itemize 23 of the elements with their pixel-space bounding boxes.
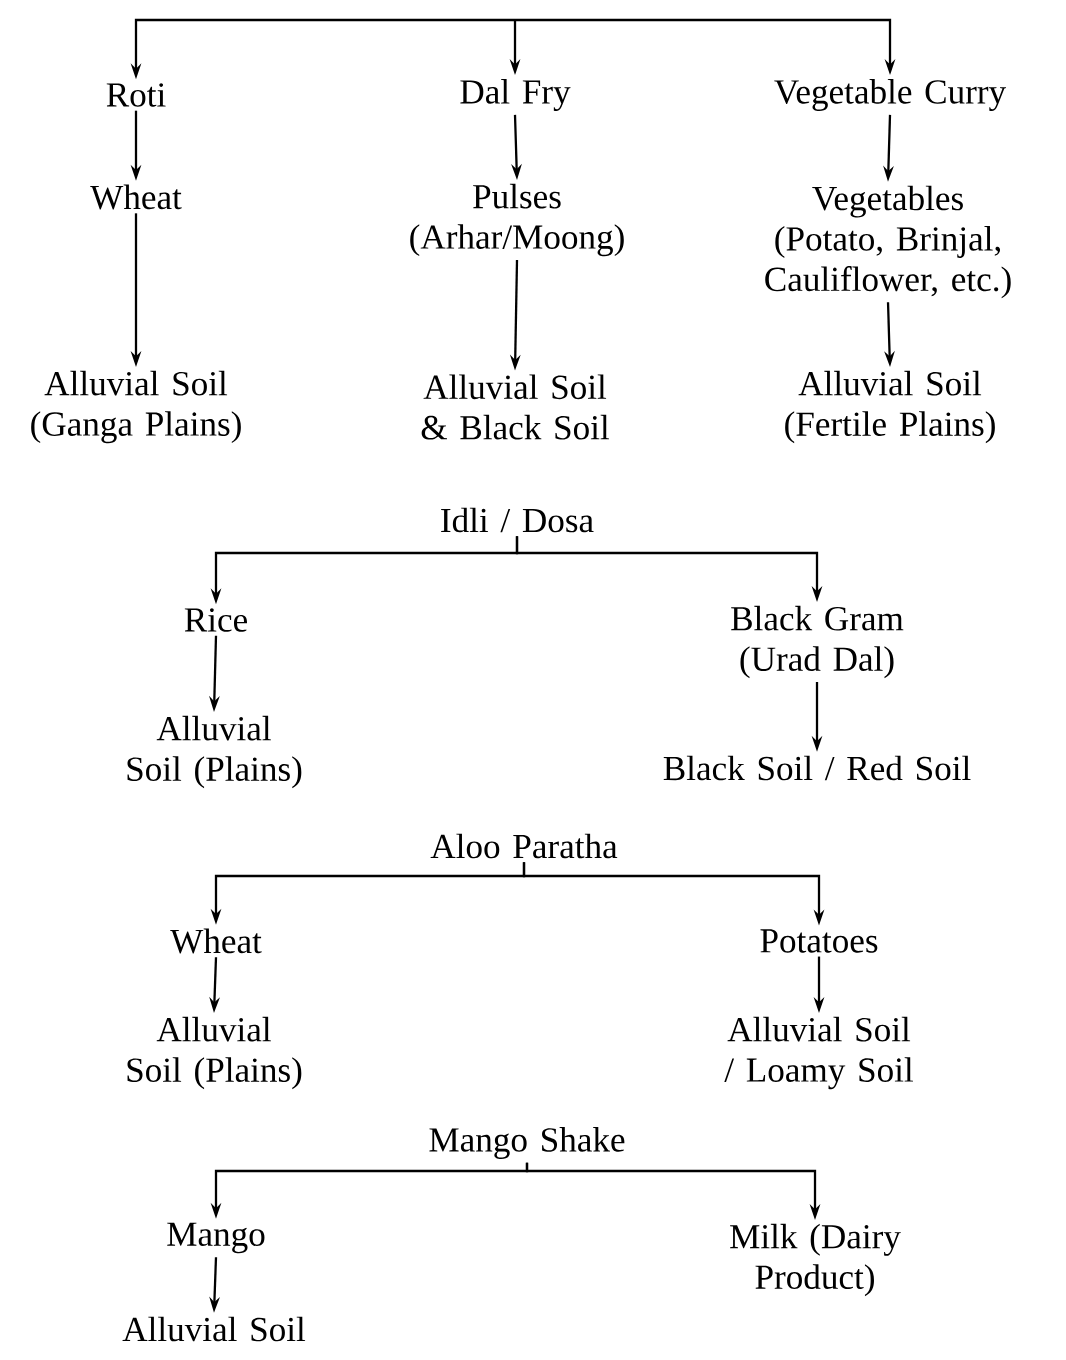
ingredient-label: Mango bbox=[167, 1222, 265, 1254]
ingredient-label: Wheat bbox=[90, 184, 182, 210]
dish-label: Vegetable Curry bbox=[774, 79, 1006, 111]
dish-label: Roti bbox=[106, 83, 166, 107]
soil-label: Alluvial Soil / Loamy Soil bbox=[724, 1016, 913, 1090]
ingredient-label: Vegetables (Potato, Brinjal, Cauliflower, etc.) bbox=[765, 185, 1011, 299]
dish-label: Idli / Dosa bbox=[441, 507, 594, 533]
soil-label: Alluvial Soil (Fertile Plains) bbox=[785, 370, 995, 444]
dish-label: Dal Fry bbox=[460, 79, 571, 111]
ingredient-label: Milk (Dairy Product) bbox=[730, 1223, 901, 1297]
soil-label: Alluvial Soil bbox=[122, 1316, 306, 1342]
soil-label: Alluvial Soil (Plains) bbox=[127, 1016, 302, 1090]
ingredient-label: Potatoes bbox=[760, 929, 878, 953]
ingredient-label: Black Gram (Urad Dal) bbox=[731, 605, 904, 679]
ingredient-label: Wheat bbox=[170, 928, 262, 954]
soil-label: Alluvial Soil (Ganga Plains) bbox=[31, 370, 241, 444]
soil-label: Alluvial Soil (Plains) bbox=[127, 715, 302, 789]
soil-label: Alluvial Soil & Black Soil bbox=[421, 374, 609, 440]
soil-label: Black Soil / Red Soil bbox=[663, 755, 971, 781]
ingredient-label: Pulses (Arhar/Moong) bbox=[410, 183, 624, 257]
dish-label: Mango Shake bbox=[429, 1127, 625, 1159]
dish-label: Aloo Paratha bbox=[430, 833, 618, 859]
ingredient-label: Rice bbox=[184, 608, 247, 632]
